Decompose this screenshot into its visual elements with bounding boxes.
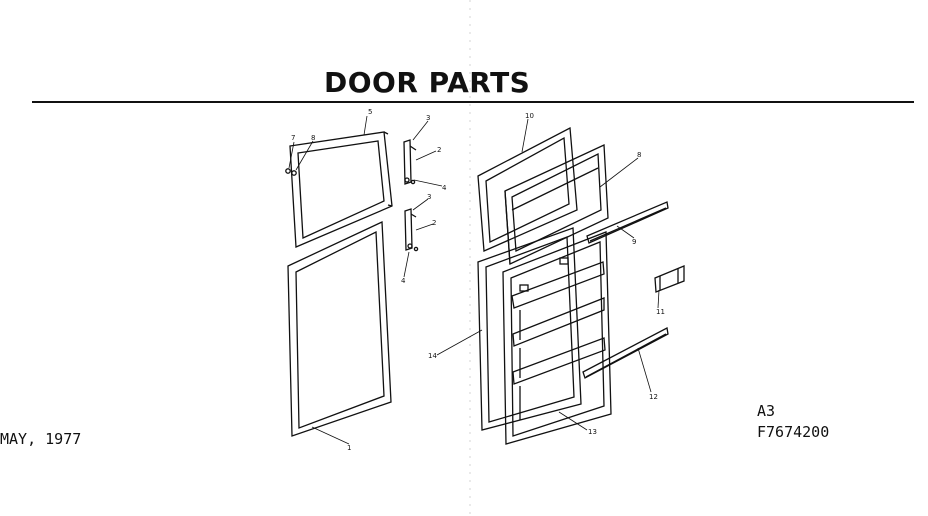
- title-rule: [32, 101, 914, 103]
- upper-hinge: [403, 139, 417, 185]
- fresh-food-gasket: [287, 221, 392, 437]
- callout-9: 9: [632, 238, 636, 246]
- callout-8: 8: [311, 134, 315, 142]
- callout-14: 14: [428, 352, 437, 360]
- freezer-gasket: [289, 131, 393, 248]
- model-number: F7674200: [757, 423, 830, 441]
- callout-2b: 2: [432, 219, 436, 227]
- date-label: MAY, 1977: [0, 430, 82, 448]
- callout-3b: 3: [427, 193, 431, 201]
- callout-13: 13: [588, 428, 597, 436]
- freezer-door-gasket: [477, 126, 578, 252]
- lower-hinge: [404, 208, 419, 252]
- callout-1: 1: [347, 444, 351, 452]
- callout-7: 7: [291, 134, 295, 142]
- callout-8b: 8: [637, 151, 641, 159]
- callout-11: 11: [656, 308, 665, 316]
- callout-4a: 4: [442, 184, 447, 192]
- callout-5: 5: [368, 108, 372, 116]
- callout-12: 12: [649, 393, 658, 401]
- butter-door-latch: [654, 265, 685, 293]
- callout-10: 10: [525, 112, 534, 120]
- gasket-pins: [285, 168, 297, 176]
- callout-4b: 4: [401, 277, 406, 285]
- callout-3a: 3: [426, 114, 430, 122]
- fresh-food-door-liner: [502, 231, 612, 445]
- shelf-rail-upper: [586, 201, 669, 244]
- shelf-rail-lower: [582, 327, 669, 379]
- callout-2a: 2: [437, 146, 441, 154]
- fresh-food-door-gasket: [477, 227, 582, 431]
- freezer-door-liner: [504, 144, 609, 265]
- page-code: A3: [757, 402, 776, 420]
- page-title: DOOR PARTS: [324, 66, 531, 99]
